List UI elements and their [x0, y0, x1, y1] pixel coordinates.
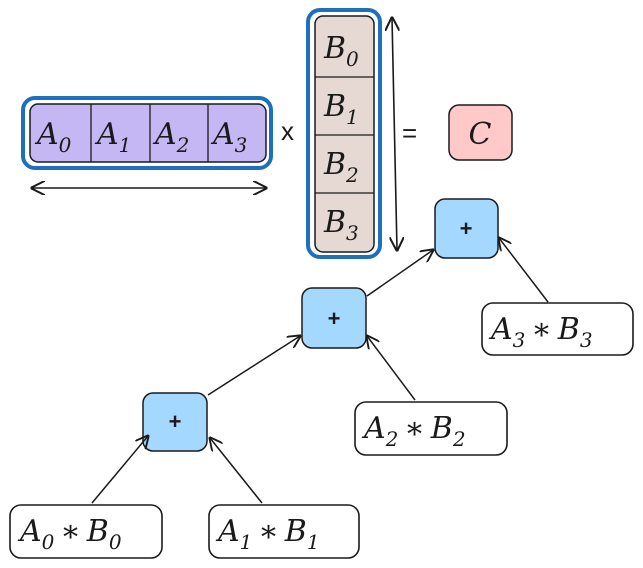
- svg-text:A3∗B3: A3∗B3: [488, 312, 593, 352]
- edge-arrow: [366, 250, 433, 297]
- edge-arrow: [91, 436, 148, 504]
- vector-b-cell: B0: [323, 31, 359, 71]
- vector-a: A0 A1 A2 A3: [21, 96, 273, 188]
- vector-b-length-arrow: [392, 18, 397, 250]
- multiply-sign: x: [281, 116, 294, 146]
- result-label: C: [469, 117, 492, 152]
- result-box: [448, 104, 513, 161]
- vector-b-cell: B2: [323, 147, 359, 187]
- vector-a-cell: A1: [94, 117, 131, 157]
- product-box: [9, 504, 163, 559]
- vector-a-cell: A2: [152, 117, 189, 157]
- equals-sign: =: [402, 118, 417, 148]
- product-term: A1∗B1: [208, 504, 360, 559]
- product-term: A3∗B3: [481, 302, 634, 356]
- adder-label: +: [169, 409, 182, 434]
- edge-arrow: [210, 438, 263, 504]
- vector-b-cell: B3: [323, 205, 359, 245]
- adder-node: [301, 287, 367, 349]
- vector-a-body: [29, 103, 267, 163]
- edge-arrow: [499, 238, 549, 303]
- edge-arrow: [367, 336, 416, 401]
- adder-node: [434, 198, 499, 259]
- product-box: [208, 504, 360, 559]
- vector-a-cell: A3: [210, 117, 247, 157]
- vector-b: B0 B1 B2 B3: [306, 8, 397, 259]
- product-box: [354, 401, 508, 456]
- adder-label: +: [328, 306, 341, 331]
- svg-text:A0∗B0: A0∗B0: [17, 514, 122, 554]
- svg-text:A1∗B1: A1∗B1: [215, 514, 320, 554]
- adder-node: [142, 392, 208, 452]
- vector-b-outline: [306, 8, 382, 259]
- product-term: A0∗B0: [9, 504, 163, 559]
- edge-arrow: [207, 336, 300, 396]
- vector-a-outline: [21, 96, 273, 170]
- product-term: A2∗B2: [354, 401, 508, 456]
- vector-a-cell: A0: [34, 117, 72, 157]
- svg-text:A2∗B2: A2∗B2: [361, 411, 466, 451]
- adder-label: +: [460, 216, 473, 241]
- vector-b-cell: B1: [323, 89, 359, 129]
- product-box: [481, 302, 634, 356]
